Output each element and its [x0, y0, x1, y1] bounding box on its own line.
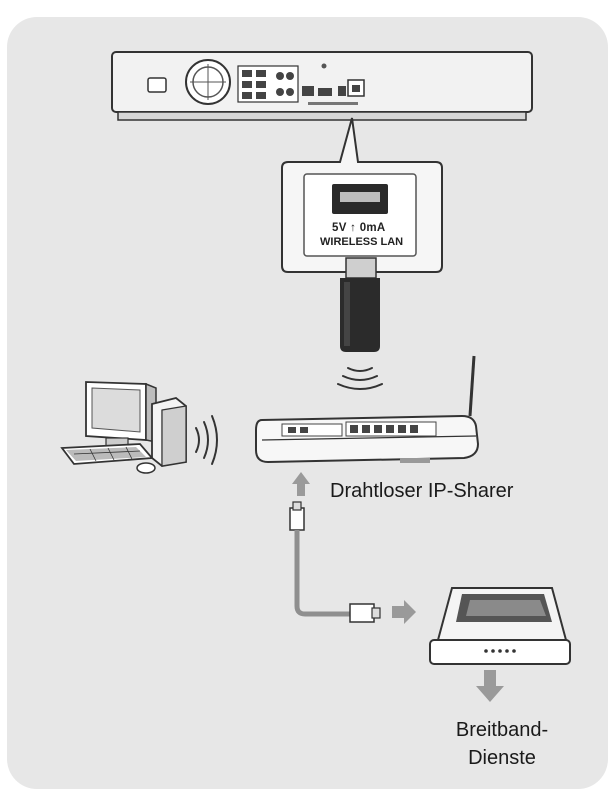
down-arrow-icon — [476, 670, 504, 702]
computer-wifi-waves-icon — [195, 415, 218, 465]
port-spec-label: 5V ↑ 0mA — [332, 222, 386, 234]
up-arrow-icon — [292, 472, 310, 496]
wireless-lan-adapter-icon — [340, 257, 380, 352]
wireless-router-icon — [255, 355, 480, 464]
right-arrow-icon — [392, 600, 416, 624]
ethernet-cable-icon — [289, 501, 381, 623]
wireless-lan-port-callout — [281, 117, 443, 273]
broadband-label-line2: Dienste — [468, 747, 536, 769]
wireless-lan-port-label: WIRELESS LAN — [320, 236, 404, 248]
broadband-label: Breitband- Dienste — [432, 716, 572, 772]
desktop-computer-icon — [60, 381, 187, 474]
broadband-label-line1: Breitband- — [455, 719, 549, 741]
router-label: Drahtloser IP-Sharer — [330, 480, 514, 502]
dongle-wifi-waves-icon — [337, 367, 383, 390]
broadband-modem-icon — [429, 587, 571, 665]
player-rear-panel-icon — [111, 51, 533, 121]
